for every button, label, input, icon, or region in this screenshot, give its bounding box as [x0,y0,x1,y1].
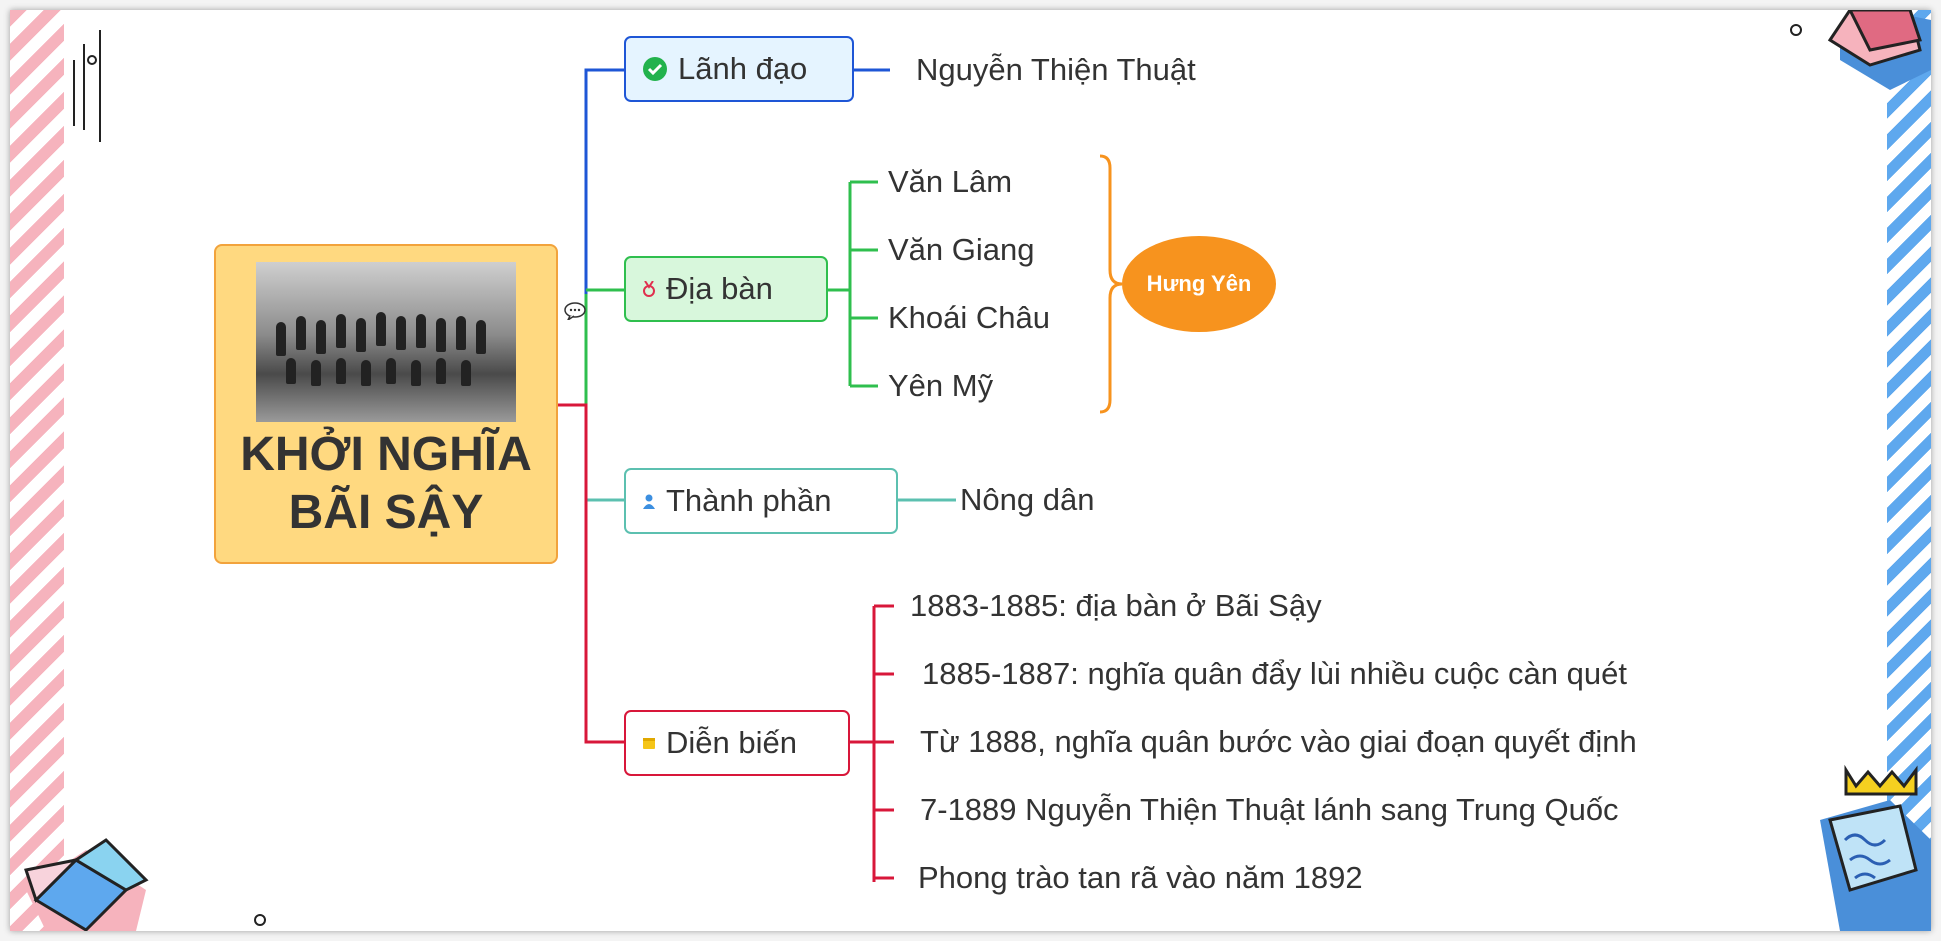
leaf-dia-ban-3[interactable]: Khoái Châu [888,300,1051,335]
cube-decoration-bottom-left [24,838,149,931]
branch-label: Diễn biến [666,725,797,760]
ring-decoration [1790,24,1802,36]
medal-icon [642,281,656,297]
ring-decoration-bottom [254,914,266,926]
summary-hung-yen[interactable]: Hưng Yên [1122,236,1276,332]
cube-decoration-bottom-right [1820,764,1931,931]
central-topic[interactable]: KHỞI NGHĨA BÃI SẬY [214,244,558,564]
branch-label: Địa bàn [666,271,773,306]
leaf-dia-ban-1[interactable]: Văn Lâm [888,164,1013,199]
leaf-dien-bien-3[interactable]: Từ 1888, nghĩa quân bước vào giai đoạn q… [920,724,1637,759]
branch-thanh-phan[interactable]: Thành phần [624,468,898,534]
cube-decoration-top-right [1827,10,1931,90]
leaf-dia-ban-4[interactable]: Yên Mỹ [888,368,994,403]
line-decoration [73,30,101,142]
branch-lanh-dao[interactable]: Lãnh đạo [624,36,854,102]
comment-icon[interactable] [564,302,586,320]
leaf-dien-bien-4[interactable]: 7-1889 Nguyễn Thiện Thuật lánh sang Trun… [920,792,1619,827]
leaf-dien-bien-1[interactable]: 1883-1885: địa bàn ở Bãi Sậy [910,588,1322,623]
branch-label: Thành phần [666,483,832,518]
connector-lines [558,68,1123,882]
central-title-line1: KHỞI NGHĨA [240,428,532,481]
leaf-dien-bien-5[interactable]: Phong trào tan rã vào năm 1892 [918,860,1363,895]
calendar-icon [642,736,656,750]
mindmap-canvas: KHỞI NGHĨA BÃI SẬY Lãnh đạo Nguyễn Thiện… [10,10,1931,931]
central-title: KHỞI NGHĨA BÃI SẬY [216,426,556,542]
leaf-dien-bien-2[interactable]: 1885-1887: nghĩa quân đẩy lùi nhiều cuộc… [922,656,1627,691]
leaf-lanh-dao[interactable]: Nguyễn Thiện Thuật [916,52,1196,87]
leaf-thanh-phan[interactable]: Nông dân [960,482,1095,517]
historical-photo [256,262,516,422]
check-circle-icon [642,56,668,82]
branch-dia-ban[interactable]: Địa bàn [624,256,828,322]
leaf-dia-ban-2[interactable]: Văn Giang [888,232,1035,267]
branch-dien-bien[interactable]: Diễn biến [624,710,850,776]
central-title-line2: BÃI SẬY [288,486,484,539]
person-icon [642,493,656,509]
left-stripe-decoration [10,10,64,931]
branch-label: Lãnh đạo [678,51,808,86]
